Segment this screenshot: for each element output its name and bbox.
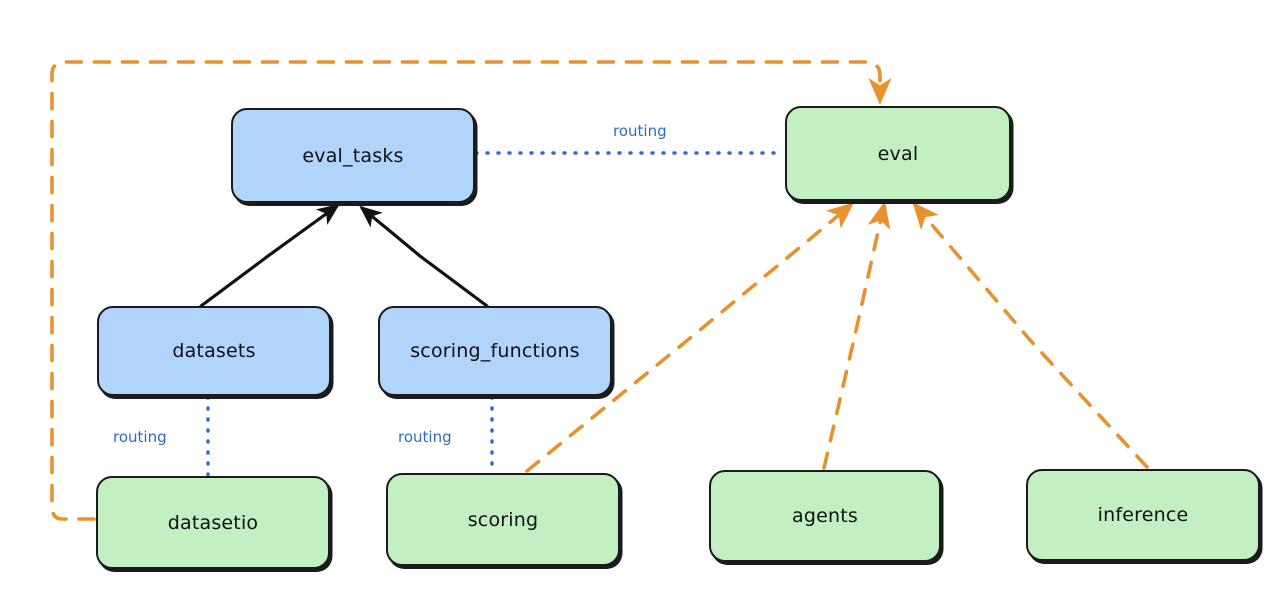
node-scoring[interactable]: scoring (386, 473, 620, 566)
edge-datasetio-to-eval (50, 60, 892, 521)
edge-inference-to-eval (912, 201, 1149, 469)
edge-label-routing-datasetio: routing (113, 428, 167, 446)
node-eval[interactable]: eval (785, 106, 1011, 201)
node-agents[interactable]: agents (709, 470, 941, 562)
edge-label-routing-scoring: routing (398, 428, 452, 446)
node-inference[interactable]: inference (1026, 469, 1260, 561)
edge-scoring_functions-to-eval_tasks (359, 205, 489, 308)
edge-label-routing-eval: routing (613, 122, 667, 140)
edge-datasets-to-eval_tasks (199, 204, 340, 308)
node-datasetio[interactable]: datasetio (96, 476, 330, 569)
edge-agents-to-eval (822, 201, 891, 470)
node-scoring-functions[interactable]: scoring_functions (378, 306, 612, 396)
node-datasets[interactable]: datasets (97, 306, 331, 396)
edge-scoring-to-eval (525, 202, 855, 473)
node-eval-tasks[interactable]: eval_tasks (231, 108, 475, 203)
